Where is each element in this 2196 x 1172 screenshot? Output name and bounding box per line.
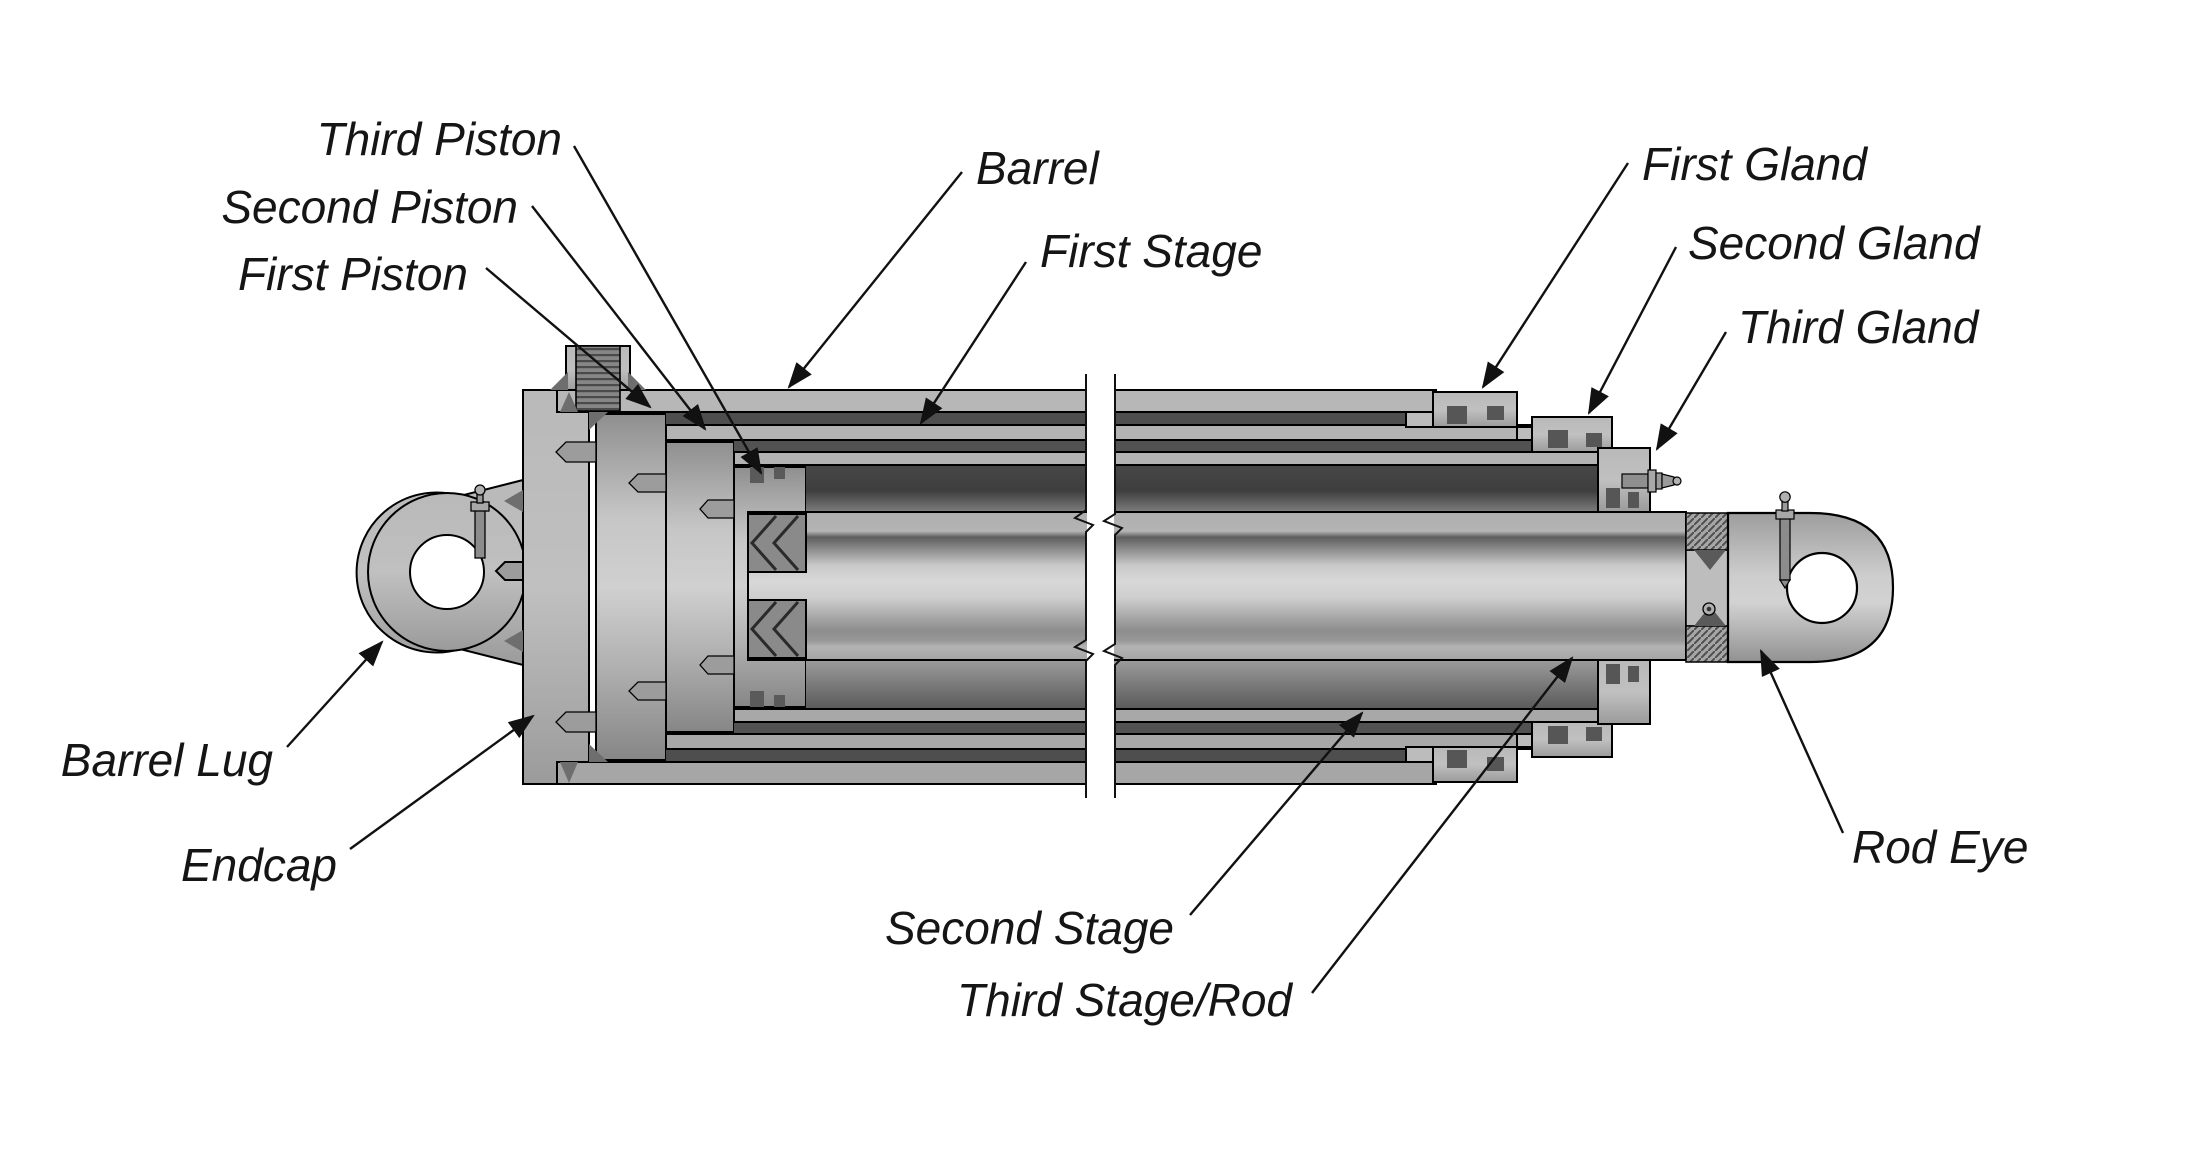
third-gland-shape bbox=[1597, 447, 1682, 725]
leader-arrow-barrel-lug bbox=[286, 640, 384, 748]
break-lines bbox=[1072, 374, 1124, 798]
leader-arrow-third-stage-rod bbox=[1311, 656, 1574, 994]
label-third-gland: Third Gland bbox=[1738, 301, 1980, 353]
label-barrel: Barrel bbox=[976, 142, 1100, 194]
label-first-stage: First Stage bbox=[1040, 225, 1262, 277]
rod-packing-seals bbox=[747, 513, 807, 659]
leader-arrow-second-stage bbox=[1189, 711, 1364, 916]
label-endcap: Endcap bbox=[181, 839, 337, 891]
leader-arrow-endcap bbox=[349, 714, 535, 850]
barrel-lug-shape bbox=[355, 478, 527, 667]
label-first-piston: First Piston bbox=[238, 248, 468, 300]
label-rod-eye: Rod Eye bbox=[1852, 821, 2028, 873]
lug-grease-fitting-icon bbox=[470, 484, 490, 559]
label-second-gland: Second Gland bbox=[1688, 217, 1981, 269]
first-piston-shape bbox=[595, 413, 667, 761]
leader-arrows bbox=[286, 145, 1845, 994]
annular-gaps bbox=[666, 412, 1612, 762]
first-gland-shape bbox=[1405, 391, 1518, 783]
leader-arrow-third-gland bbox=[1655, 331, 1728, 451]
lug-pin-hole bbox=[409, 534, 485, 610]
port-bore bbox=[575, 345, 621, 412]
rod-thread-section bbox=[1685, 512, 1729, 663]
label-second-stage: Second Stage bbox=[885, 902, 1174, 954]
leader-arrow-second-piston bbox=[531, 205, 707, 431]
second-stage-top-wall bbox=[733, 451, 1613, 466]
leader-arrow-barrel bbox=[787, 171, 963, 389]
second-stage-bottom-wall bbox=[733, 708, 1613, 723]
second-piston-shape bbox=[665, 441, 735, 733]
label-third-piston: Third Piston bbox=[317, 113, 562, 165]
label-second-piston: Second Piston bbox=[221, 181, 518, 233]
piston-bolts bbox=[555, 441, 735, 733]
leader-arrow-first-stage bbox=[919, 261, 1028, 425]
part-labels: Third Piston Second Piston First Piston … bbox=[61, 113, 2029, 1026]
leader-arrow-first-gland bbox=[1481, 162, 1630, 389]
gland-grease-fitting-icon bbox=[1621, 469, 1682, 493]
leader-arrow-third-piston bbox=[572, 145, 763, 475]
label-barrel-lug: Barrel Lug bbox=[61, 734, 274, 786]
third-stage-rod-shape bbox=[747, 511, 1687, 661]
second-gland-shape bbox=[1516, 416, 1613, 758]
leader-arrow-second-gland bbox=[1587, 246, 1678, 415]
rod-eye-grease-fitting-icon bbox=[1775, 491, 1795, 590]
label-third-stage-rod: Third Stage/Rod bbox=[957, 974, 1293, 1026]
rod-eye-pin-hole bbox=[1785, 551, 1859, 625]
rod-eye-shape bbox=[1726, 491, 1895, 664]
label-first-gland: First Gland bbox=[1642, 138, 1868, 190]
leader-arrow-first-piston bbox=[485, 267, 652, 409]
leader-arrow-rod-eye bbox=[1759, 649, 1845, 834]
